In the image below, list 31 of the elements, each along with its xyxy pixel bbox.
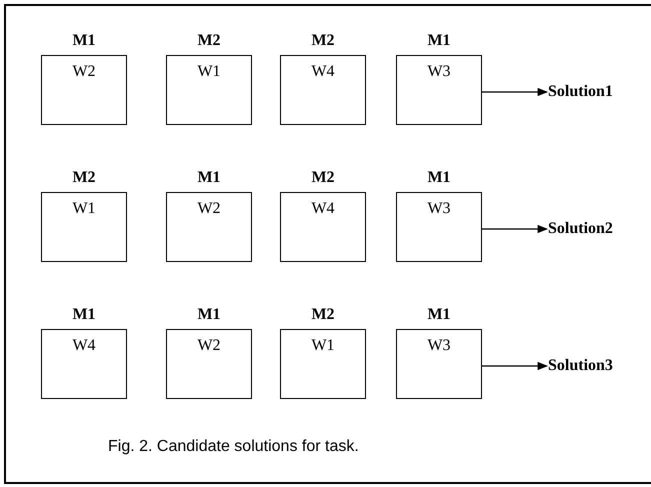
task-label: W1 <box>197 62 221 82</box>
task-label: W4 <box>72 336 96 356</box>
task-label: W3 <box>427 199 451 219</box>
arrow <box>482 88 548 96</box>
machine-label: M1 <box>197 168 221 188</box>
arrow <box>482 224 548 234</box>
solution-label: Solution2 <box>548 219 613 239</box>
task-label: W2 <box>197 336 221 356</box>
task-label: W3 <box>427 336 451 356</box>
task-label: W4 <box>311 62 335 82</box>
machine-label: M1 <box>197 305 221 325</box>
task-label: W1 <box>311 336 335 356</box>
task-label: W3 <box>427 62 451 82</box>
task-label: W2 <box>72 62 96 82</box>
machine-label: M2 <box>197 31 221 51</box>
arrow <box>482 362 548 370</box>
machine-label: M2 <box>311 31 335 51</box>
task-label: W1 <box>72 199 96 219</box>
caption: Fig. 2. Candidate solutions for task. <box>108 437 359 457</box>
machine-label: M2 <box>72 168 96 188</box>
machine-label: M1 <box>72 31 96 51</box>
task-label: W2 <box>197 199 221 219</box>
machine-label: M1 <box>427 31 451 51</box>
machine-label: M1 <box>72 305 96 325</box>
task-label: W4 <box>311 199 335 219</box>
machine-label: M1 <box>427 305 451 325</box>
machine-label: M2 <box>311 305 335 325</box>
solution-label: Solution3 <box>548 356 613 376</box>
solution-label: Solution1 <box>548 82 613 102</box>
machine-label: M1 <box>427 168 451 188</box>
machine-label: M2 <box>311 168 335 188</box>
